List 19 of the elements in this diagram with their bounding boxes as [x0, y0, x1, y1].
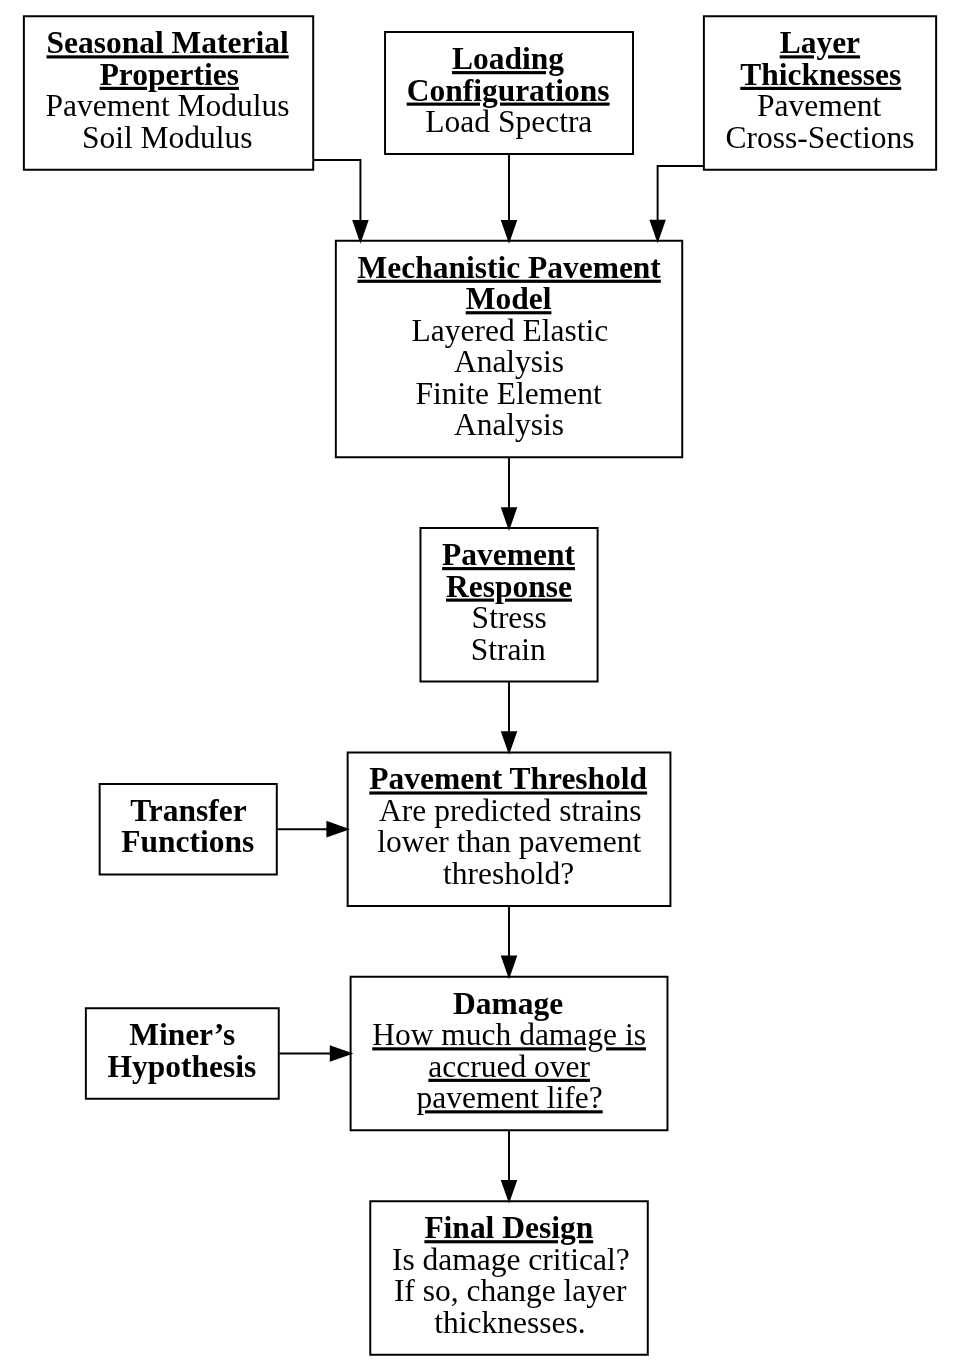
node-box: Seasonal Material Properties Pavement Modulus Soil Modulus — [22, 15, 315, 171]
arrow — [313, 159, 369, 244]
arrow — [500, 153, 518, 244]
arrow — [649, 164, 705, 244]
node-box: Pavement Response Stress Strain — [419, 527, 599, 683]
node-box: Final Design Is damage critical? If so, change layer thicknesses. — [369, 1200, 649, 1356]
node-box: Pavement Threshold Are predicted strains lower than pavement threshold? — [346, 751, 672, 907]
arrow — [500, 905, 518, 980]
arrow — [278, 1045, 354, 1062]
arrow — [276, 820, 351, 838]
node-box: Layer Thicknesses Pavement Cross-Sections — [702, 15, 938, 171]
node-box: Miner’s Hypothesis — [84, 1007, 280, 1100]
node-box: Loading Configurations Load Spectra — [384, 31, 634, 156]
node-box: Transfer Functions — [98, 782, 278, 876]
node-box: Mechanistic Pavement Model Layered Elastic Analysis Finite Element Analysis — [334, 239, 684, 459]
arrow — [500, 456, 518, 531]
arrow — [500, 681, 518, 755]
node-box: Damage How much damage is accrued over pavement life? — [349, 975, 669, 1132]
arrow — [500, 1129, 518, 1204]
